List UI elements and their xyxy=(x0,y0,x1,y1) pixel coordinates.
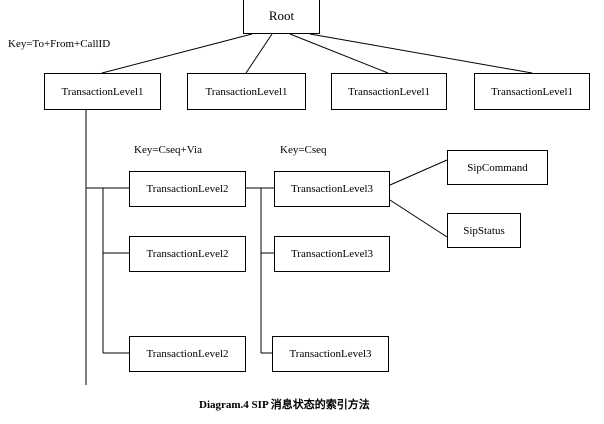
edge-root-to-level1-2 xyxy=(245,33,273,74)
node-transaction-level1-2[interactable]: TransactionLevel1 xyxy=(187,73,306,110)
node-transaction-level3-1[interactable]: TransactionLevel3 xyxy=(274,171,390,207)
node-sip-status[interactable]: SipStatus xyxy=(447,213,521,248)
node-transaction-level1-1[interactable]: TransactionLevel1 xyxy=(44,73,161,110)
node-label: TransactionLevel2 xyxy=(146,183,229,195)
node-label: SipStatus xyxy=(463,224,505,237)
edge-root-to-level1-4 xyxy=(309,33,533,74)
node-transaction-level1-4[interactable]: TransactionLevel1 xyxy=(474,73,590,110)
edge-root-to-level1-3 xyxy=(289,33,389,74)
node-label: TransactionLevel1 xyxy=(205,85,288,98)
node-label: SipCommand xyxy=(467,161,528,174)
node-label: TransactionLevel1 xyxy=(61,85,144,98)
node-label: TransactionLevel1 xyxy=(490,85,574,98)
node-transaction-level1-3[interactable]: TransactionLevel1 xyxy=(331,73,447,110)
diagram-caption: Diagram.4 SIP 消息状态的索引方法 xyxy=(199,399,370,411)
node-root-label: Root xyxy=(268,8,295,23)
node-label: TransactionLevel2 xyxy=(146,348,229,360)
node-label: TransactionLevel3 xyxy=(290,183,374,195)
key-label-level2: Key=Cseq+Via xyxy=(134,144,202,156)
edge-level3-to-sipstatus xyxy=(389,199,448,238)
node-sip-command[interactable]: SipCommand xyxy=(447,150,548,185)
node-transaction-level2-3[interactable]: TransactionLevel2 xyxy=(129,336,246,372)
node-transaction-level2-2[interactable]: TransactionLevel2 xyxy=(129,236,246,272)
node-transaction-level3-2[interactable]: TransactionLevel3 xyxy=(274,236,390,272)
edge-root-to-level1-1 xyxy=(101,33,253,74)
node-label: TransactionLevel2 xyxy=(146,248,229,260)
node-transaction-level2-1[interactable]: TransactionLevel2 xyxy=(129,171,246,207)
key-label-level3: Key=Cseq xyxy=(280,144,327,156)
node-label: TransactionLevel1 xyxy=(347,85,431,98)
key-label-level1: Key=To+From+CallID xyxy=(8,38,111,50)
node-transaction-level3-3[interactable]: TransactionLevel3 xyxy=(272,336,389,372)
node-root[interactable]: Root xyxy=(243,0,320,34)
edge-level3-to-sipcommand xyxy=(389,159,448,186)
node-label: TransactionLevel3 xyxy=(290,248,374,260)
node-label: TransactionLevel3 xyxy=(289,348,372,360)
